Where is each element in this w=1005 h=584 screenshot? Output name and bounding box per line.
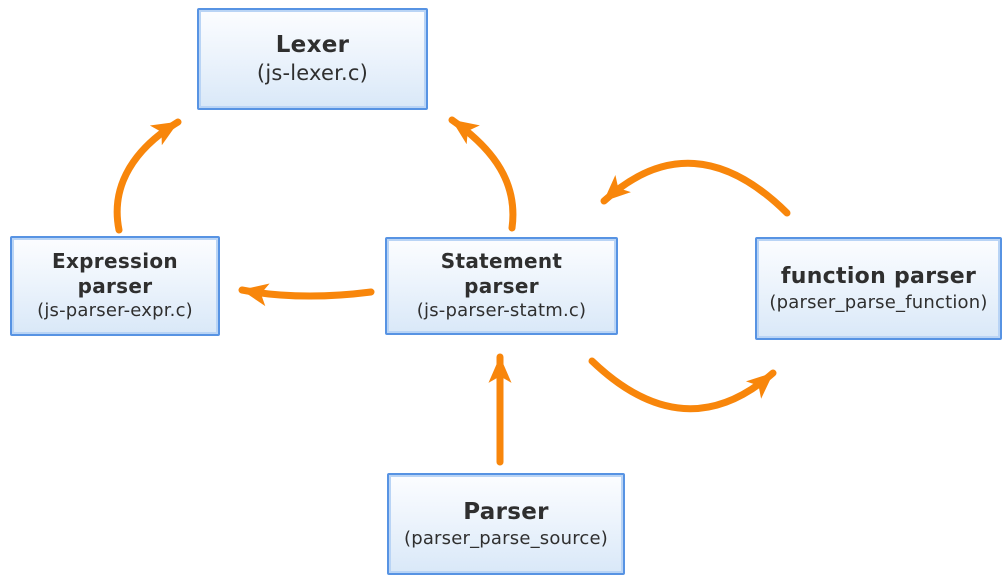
edge-function-parser-to-statement-parser xyxy=(600,159,791,217)
node-function-parser: function parser (parser_parse_function) xyxy=(755,237,1002,340)
node-expression-parser-title: Expression parser xyxy=(52,249,178,299)
edge-statement-parser-to-expression-parser xyxy=(238,283,375,307)
node-statement-parser-subtitle: (js-parser-statm.c) xyxy=(416,300,587,322)
edge-statement-parser-to-lexer xyxy=(448,116,517,232)
node-function-parser-title: function parser xyxy=(780,264,977,290)
node-parser-subtitle: (parser_parse_source) xyxy=(403,527,609,549)
node-statement-parser-title: Statement parser xyxy=(440,249,563,299)
node-lexer-title: Lexer xyxy=(275,31,350,58)
edge-statement-parser-to-function-parser xyxy=(588,357,777,413)
node-function-parser-subtitle: (parser_parse_function) xyxy=(769,291,988,313)
edge-expression-parser-to-lexer xyxy=(113,118,182,234)
node-lexer: Lexer (js-lexer.c) xyxy=(197,8,428,110)
node-expression-parser: Expression parser (js-parser-expr.c) xyxy=(10,236,220,336)
node-parser-title: Parser xyxy=(463,498,549,525)
node-statement-parser: Statement parser (js-parser-statm.c) xyxy=(385,237,618,335)
node-expression-parser-subtitle: (js-parser-expr.c) xyxy=(37,300,193,322)
node-lexer-subtitle: (js-lexer.c) xyxy=(256,60,369,85)
node-parser: Parser (parser_parse_source) xyxy=(387,473,625,575)
